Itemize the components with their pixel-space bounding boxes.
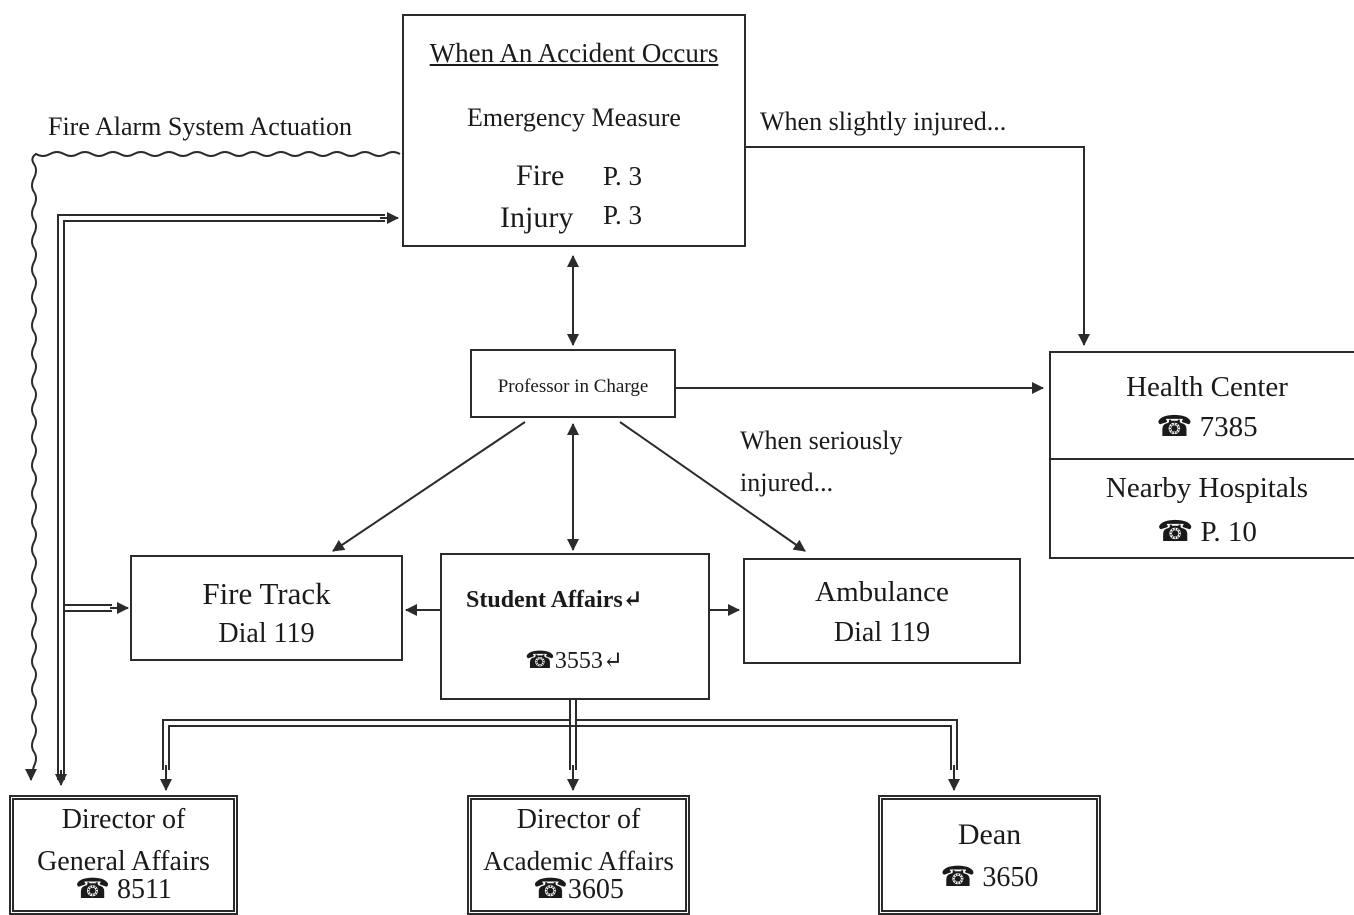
injury-label: Injury [500, 201, 574, 234]
academic-affairs-phone: ☎3605 [533, 874, 624, 905]
general-affairs-line1: Director of [61, 804, 186, 835]
general-affairs-line2: General Affairs [37, 846, 210, 877]
professor-label: Professor in Charge [497, 376, 649, 397]
general-affairs-box: Director of General Affairs ☎ 8511 [9, 795, 238, 915]
accident-box: When An Accident Occurs Emergency Measur… [402, 14, 746, 247]
fire-track-phone: Dial 119 [218, 618, 315, 649]
fire-track-name: Fire Track [202, 576, 331, 611]
fire-track-box: Fire Track Dial 119 [130, 555, 403, 661]
ambulance-box: Ambulance Dial 119 [743, 558, 1021, 664]
general-affairs-phone: ☎ 8511 [75, 874, 172, 905]
dean-name: Dean [957, 818, 1022, 851]
academic-affairs-line2: Academic Affairs [483, 846, 674, 876]
emergency-measure-label: Emergency Measure [467, 103, 681, 132]
hospitals-name: Nearby Hospitals [1105, 472, 1309, 504]
fire-alarm-wavy-line [30, 151, 401, 777]
dean-box: Dean ☎ 3650 [878, 795, 1101, 915]
slightly-injured-label: When slightly injured... [760, 107, 1007, 136]
seriously-injured-label-2: injured... [740, 468, 834, 497]
health-hospital-box: Health Center ☎ 7385 Nearby Hospitals ☎ … [1049, 351, 1354, 559]
accident-title: When An Accident Occurs [429, 38, 719, 68]
student-affairs-name: Student Affairs↵ [466, 587, 643, 613]
fire-page: P. 3 [603, 161, 643, 191]
seriously-injured-label-1: When seriously [740, 426, 903, 455]
injury-page: P. 3 [603, 200, 643, 230]
fire-label: Fire [516, 159, 565, 192]
fire-alarm-label: Fire Alarm System Actuation [48, 112, 353, 141]
hospitals-phone: ☎ P. 10 [1157, 516, 1257, 548]
dean-phone: ☎ 3650 [940, 862, 1039, 893]
academic-affairs-box: Director of Academic Affairs ☎3605 [467, 795, 690, 915]
student-affairs-box: Student Affairs↵ ☎3553↵ [440, 553, 710, 700]
professor-box: Professor in Charge [470, 349, 676, 418]
double-line-vertical-a [57, 214, 385, 780]
academic-affairs-line1: Director of [516, 804, 641, 835]
health-center-phone: ☎ 7385 [1156, 411, 1258, 443]
student-affairs-phone: ☎3553↵ [525, 648, 624, 674]
ambulance-name: Ambulance [815, 576, 949, 608]
health-center-name: Health Center [1126, 371, 1288, 403]
divider [1051, 458, 1354, 460]
slightly-injured-line [746, 146, 1090, 346]
double-line-vertical-b [63, 220, 385, 780]
ambulance-phone: Dial 119 [833, 617, 931, 648]
